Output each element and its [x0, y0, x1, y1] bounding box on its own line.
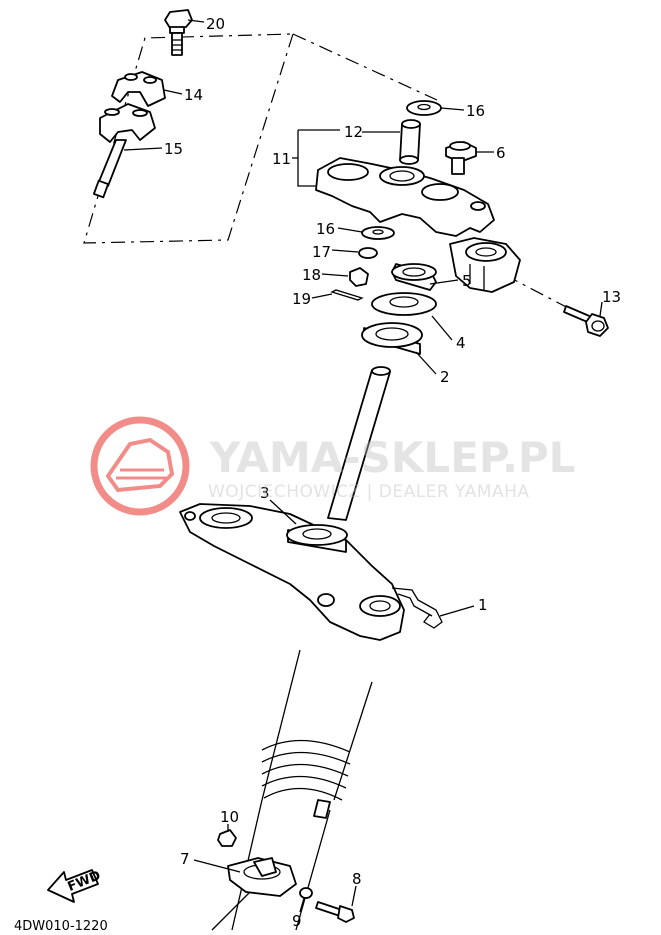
- callout-1: 1: [478, 596, 488, 614]
- watermark-title: YAMA-SKLEP.PL: [209, 433, 575, 482]
- callout-3: 3: [260, 484, 270, 502]
- part-18-nut: [349, 267, 369, 287]
- callout-2: 2: [440, 368, 450, 386]
- part-16-washer-lower: [361, 226, 395, 240]
- callout-10: 10: [220, 808, 239, 826]
- callout-19: 19: [292, 290, 311, 308]
- fwd-arrow-icon: FWD: [47, 868, 103, 903]
- callout-12: 12: [344, 123, 363, 141]
- callout-11: 11: [272, 150, 291, 168]
- part-15-holder-lower: [93, 103, 156, 199]
- part-13-bolt: [563, 305, 609, 337]
- fork-tube: [211, 649, 373, 931]
- part-14-holder-upper: [111, 71, 166, 107]
- callout-15: 15: [164, 140, 183, 158]
- callout-8: 8: [352, 870, 362, 888]
- part-20-bolt: [164, 9, 193, 56]
- part-4-cover: [371, 292, 437, 316]
- part-19-split-pin: [330, 289, 364, 301]
- callout-16-top: 16: [466, 102, 485, 120]
- callout-20: 20: [206, 15, 225, 33]
- callout-6: 6: [496, 144, 506, 162]
- part-10-nut: [217, 829, 237, 847]
- part-3-bearing: [286, 524, 348, 553]
- leader-lines: [123, 19, 603, 913]
- part-17-lock-washer: [358, 247, 378, 259]
- callout-4: 4: [456, 334, 466, 352]
- part-2-bearing: [361, 322, 423, 355]
- callout-14: 14: [184, 86, 203, 104]
- part-16-washer-top: [406, 100, 442, 116]
- inset-frame-left: [83, 33, 294, 244]
- callout-5: 5: [462, 272, 472, 290]
- callout-16-lower: 16: [316, 220, 335, 238]
- part-5-ring-nut: [391, 263, 437, 291]
- part-3-steering-stem: [327, 366, 391, 521]
- part-8-bolt: [315, 901, 355, 923]
- watermark: YAMA-SKLEP.PL WOJCIECHOWICZ | DEALER YAM…: [90, 416, 575, 516]
- part-7-fork-clamp: [227, 857, 297, 897]
- inset-frame-diagonal: [292, 33, 438, 101]
- watermark-subtitle: WOJCIECHOWICZ | DEALER YAMAHA: [208, 482, 530, 502]
- callout-13: 13: [602, 288, 621, 306]
- under-bracket: [179, 503, 405, 641]
- diagram-code: 4DW010-1220: [14, 919, 108, 934]
- part-6-bolt: [445, 141, 477, 175]
- bolt-axis-line: [504, 274, 573, 311]
- part-11-upper-bracket: [315, 157, 521, 293]
- callout-18: 18: [302, 266, 321, 284]
- part-1-cable-guide: [391, 587, 443, 629]
- part-9-washer: [299, 887, 313, 899]
- callout-7: 7: [180, 850, 190, 868]
- callout-numbers: 20 14 15 16 12 6 11 16 17 18 19 5 4 2 13…: [164, 15, 621, 930]
- watermark-logo-icon: [90, 416, 190, 516]
- callout-17: 17: [312, 243, 331, 261]
- part-12-collar: [399, 119, 421, 165]
- callout-9: 9: [292, 912, 302, 930]
